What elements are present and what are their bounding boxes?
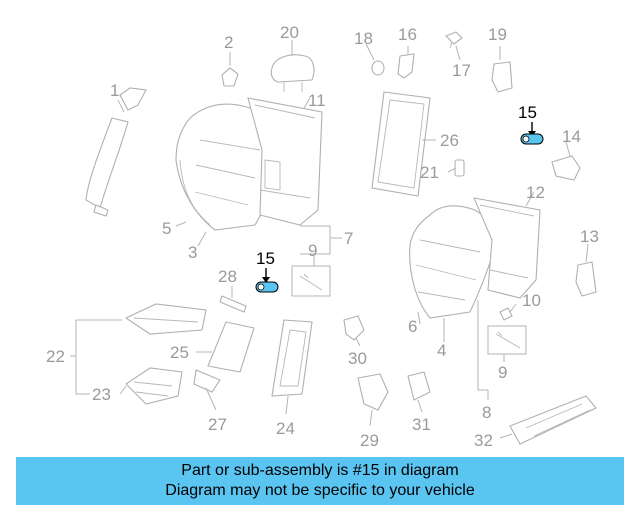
callout-8[interactable]: 8 (482, 403, 491, 422)
callout-4[interactable]: 4 (437, 341, 446, 360)
part-20-headrest (270, 54, 315, 92)
callout-20[interactable]: 20 (280, 23, 299, 42)
callout-9-right[interactable]: 9 (498, 363, 507, 382)
callout-3[interactable]: 3 (188, 243, 197, 262)
part-32-cover (509, 395, 597, 445)
callout-1[interactable]: 1 (110, 81, 119, 100)
part-31-clip (407, 371, 431, 401)
callout-23[interactable]: 23 (92, 385, 111, 404)
callout-6[interactable]: 6 (408, 317, 417, 336)
callout-28[interactable]: 28 (218, 267, 237, 286)
part-28-plate (219, 295, 247, 313)
part-9-hardware-kit-right (487, 325, 527, 355)
callout-22[interactable]: 22 (46, 347, 65, 366)
callout-31[interactable]: 31 (412, 415, 431, 434)
part-24-armrest-housing (271, 319, 313, 397)
part-1-side-trim (85, 87, 147, 217)
part-21-pin (454, 159, 465, 177)
part-26-pad (371, 91, 431, 197)
callout-labels: 1 2 3 4 5 6 7 8 9 9 10 11 12 13 14 15 15… (46, 23, 599, 450)
part-11-seatback-frame (247, 97, 323, 226)
parts-diagram: 1 2 3 4 5 6 7 8 9 9 10 11 12 13 14 15 15… (46, 23, 599, 450)
part-4-seatback-cushion-right (409, 205, 501, 319)
callout-27[interactable]: 27 (208, 415, 227, 434)
callout-32[interactable]: 32 (474, 431, 493, 450)
part-10-screw (499, 307, 513, 321)
callout-24[interactable]: 24 (276, 419, 295, 438)
callout-15-upper[interactable]: 15 (518, 103, 537, 122)
part-14-latch (551, 155, 581, 181)
callout-9-left[interactable]: 9 (308, 241, 317, 260)
part-17-bolt (445, 31, 463, 49)
part-12-seatback-frame-right (473, 197, 541, 299)
callout-16[interactable]: 16 (398, 25, 417, 44)
callout-25[interactable]: 25 (170, 343, 189, 362)
part-13-latch-cover (575, 261, 597, 297)
callout-2[interactable]: 2 (224, 33, 233, 52)
callout-13[interactable]: 13 (580, 227, 599, 246)
callout-5[interactable]: 5 (162, 219, 171, 238)
callout-29[interactable]: 29 (360, 431, 379, 450)
info-banner: Part or sub-assembly is #15 in diagram D… (16, 457, 624, 505)
banner-line-1: Part or sub-assembly is #15 in diagram (181, 462, 459, 479)
callout-21[interactable]: 21 (420, 163, 439, 182)
part-22-armrest-lid (124, 303, 207, 335)
callout-17[interactable]: 17 (452, 61, 471, 80)
part-9-hardware-kit-left (291, 265, 331, 297)
part-15-highlighted-upper[interactable] (520, 122, 544, 145)
part-16-bracket (397, 53, 415, 79)
part-23-armrest-base (125, 367, 183, 405)
part-25-panel (207, 321, 255, 373)
callout-15-center[interactable]: 15 (256, 249, 275, 268)
part-27-trim (193, 369, 221, 393)
callout-19[interactable]: 19 (488, 25, 507, 44)
part-2-clip (221, 67, 239, 87)
callout-7[interactable]: 7 (344, 229, 353, 248)
part-30-hinge (343, 315, 365, 341)
callout-26[interactable]: 26 (440, 131, 459, 150)
callout-11[interactable]: 11 (308, 91, 326, 110)
part-15-highlighted-center[interactable] (255, 268, 279, 293)
callout-10[interactable]: 10 (522, 291, 541, 310)
part-19-knob (491, 61, 513, 93)
leader-lines (70, 40, 589, 439)
callout-14[interactable]: 14 (562, 127, 581, 146)
part-18-grommet (371, 60, 385, 76)
part-29-bracket (357, 373, 389, 411)
banner-line-2: Diagram may not be specific to your vehi… (165, 482, 475, 499)
callout-12[interactable]: 12 (526, 183, 545, 202)
callout-30[interactable]: 30 (348, 349, 367, 368)
callout-18[interactable]: 18 (354, 29, 373, 48)
